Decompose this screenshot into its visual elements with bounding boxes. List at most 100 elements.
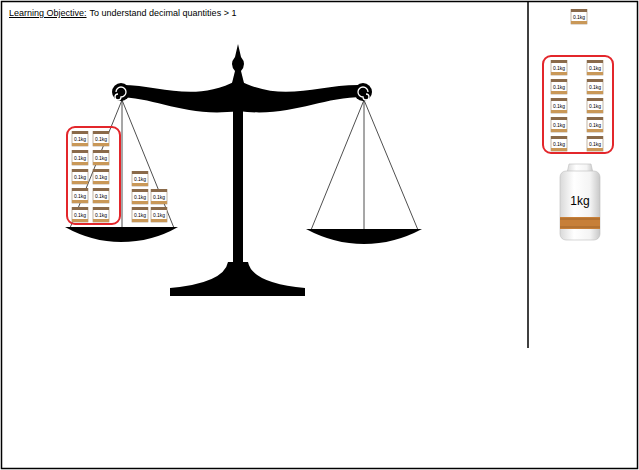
bag-top	[93, 169, 109, 172]
bag-body	[551, 80, 567, 95]
weight-label: 0.1kg	[92, 174, 110, 180]
weight-bag: 0.1kg	[550, 135, 568, 152]
bag-bottom	[587, 72, 603, 75]
weight-bag: 0.1kg	[550, 78, 568, 95]
weight-bag: 0.1kg	[71, 206, 89, 223]
bag-body	[72, 170, 88, 185]
bag-bottom	[72, 162, 88, 165]
weight-bag: 0.1kg	[92, 206, 110, 223]
bag-bottom	[93, 143, 109, 146]
weight-label: 0.1kg	[71, 136, 89, 142]
bag-top	[93, 150, 109, 153]
bag-bottom	[132, 219, 148, 222]
bag-bottom	[93, 162, 109, 165]
string	[122, 100, 174, 228]
bag-body	[72, 132, 88, 147]
bag-body	[571, 10, 587, 25]
weight-label: 0.1kg	[550, 84, 568, 90]
bag-body	[151, 208, 167, 223]
bag-top	[72, 131, 88, 134]
bag-body	[93, 151, 109, 166]
weight-label: 0.1kg	[71, 212, 89, 218]
bag-group: 0.1kg 0.1kg 0.1kg 0.1kg 0.1kg 0.1kg 0.1kg 0.1kg…	[542, 55, 614, 154]
bag-bottom	[587, 129, 603, 132]
weight-bag: 0.1kg	[131, 206, 149, 223]
string	[311, 100, 364, 230]
bag-bottom	[571, 21, 587, 24]
string	[364, 100, 418, 230]
bag-bottom	[587, 110, 603, 113]
bag-bottom	[551, 110, 567, 113]
bag-top	[132, 207, 148, 210]
weight-label: 0.1kg	[71, 193, 89, 199]
bag-body	[587, 118, 603, 133]
bag-body	[587, 137, 603, 152]
scroll-spiral	[358, 87, 369, 100]
bag-bottom	[72, 219, 88, 222]
weight-bag: 0.1kg	[586, 116, 604, 133]
weight-bag: 0.1kg	[71, 149, 89, 166]
bag-bottom	[72, 181, 88, 184]
weight-label: 0.1kg	[71, 155, 89, 161]
bag-top	[551, 117, 567, 120]
weight-bag: 0.1kg	[550, 97, 568, 114]
bag-top	[132, 189, 148, 192]
bag-top	[587, 98, 603, 101]
bag-body	[132, 172, 148, 187]
bag-body	[551, 137, 567, 152]
sack-stripe	[560, 227, 600, 228]
objective-text: To understand decimal quantities > 1	[90, 8, 237, 19]
right-pan	[306, 229, 422, 244]
bag-top	[587, 60, 603, 63]
bag-bottom	[132, 183, 148, 186]
scroll-spiral	[115, 87, 126, 100]
weight-label: 0.1kg	[150, 194, 168, 200]
bag-bottom	[587, 148, 603, 151]
bag-bottom	[551, 72, 567, 75]
weight-bag: 0.1kg	[586, 135, 604, 152]
bag-body	[93, 132, 109, 147]
weight-label: 0.1kg	[150, 212, 168, 218]
weight-bag: 0.1kg	[92, 149, 110, 166]
scroll	[112, 83, 130, 101]
bag-top	[551, 79, 567, 82]
weight-label: 0.1kg	[586, 84, 604, 90]
weight-bag: 0.1kg	[92, 168, 110, 185]
weight-bag: 0.1kg	[586, 59, 604, 76]
bag-bottom	[587, 91, 603, 94]
weight-bag: 0.1kg	[550, 59, 568, 76]
weight-label: 0.1kg	[586, 65, 604, 71]
bag-body	[72, 151, 88, 166]
bag-body	[72, 189, 88, 204]
sack-band	[560, 217, 600, 229]
bag-body	[587, 61, 603, 76]
weight-label: 0.1kg	[131, 176, 149, 182]
weight-bag: 0.1kg	[586, 97, 604, 114]
post	[233, 100, 243, 270]
bag-body	[132, 190, 148, 205]
bag-top	[93, 188, 109, 191]
weight-label: 0.1kg	[92, 212, 110, 218]
left-pan	[65, 227, 178, 242]
bag-bottom	[93, 219, 109, 222]
bag-bottom	[551, 129, 567, 132]
string	[122, 100, 123, 228]
weight-bag: 0.1kg	[71, 168, 89, 185]
bag-body	[93, 208, 109, 223]
bag-top	[93, 207, 109, 210]
bag-body	[587, 99, 603, 114]
bag-top	[587, 136, 603, 139]
bag-top	[151, 189, 167, 192]
bag-top	[587, 117, 603, 120]
bag-top	[571, 9, 587, 12]
bag-body	[93, 170, 109, 185]
kilogram-bag: 1kg	[558, 163, 602, 241]
bag-bottom	[551, 148, 567, 151]
bag-top	[72, 150, 88, 153]
bag-top	[72, 169, 88, 172]
bag-group: 0.1kg0.1kg0.1kg0.1kg0.1kg0.1kg0.1kg0.1kg…	[66, 126, 121, 225]
weight-label: 0.1kg	[586, 103, 604, 109]
weight-bag: 0.1kg	[92, 130, 110, 147]
